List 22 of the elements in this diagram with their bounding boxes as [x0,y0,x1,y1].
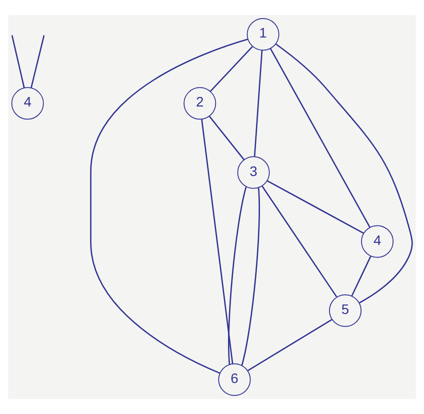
connector [228,186,247,364]
node-circle: 4 [11,87,44,120]
connector [210,46,253,92]
connector [266,180,364,234]
connector [90,38,248,374]
node-circle: 3 [237,156,270,189]
connector [275,43,413,304]
connector [248,319,332,372]
node-circle: 2 [184,87,216,120]
connector [201,119,234,364]
connector [208,116,245,160]
node-circle: 4 [361,225,394,258]
connector [241,188,260,366]
node-circle: 6 [218,363,251,396]
connector [254,50,263,156]
connector [11,35,25,88]
node-circle: 5 [329,294,362,327]
node-circle: 1 [246,18,280,51]
connector [30,35,45,88]
connector [351,256,372,296]
connector [270,48,370,228]
connector [262,186,338,298]
